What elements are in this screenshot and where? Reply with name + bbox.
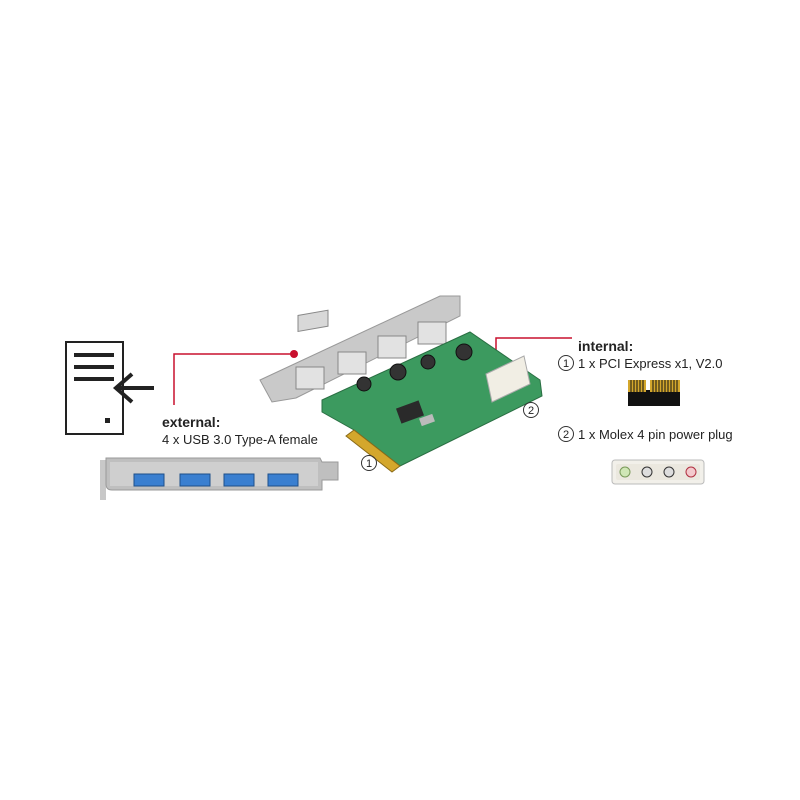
arrow-left-icon: [112, 372, 154, 404]
external-callout-line: [173, 350, 298, 405]
molex-connector-icon: [611, 459, 705, 485]
internal-item-molex: 2 1 x Molex 4 pin power plug: [558, 426, 733, 442]
external-description: 4 x USB 3.0 Type-A female: [162, 432, 318, 447]
internal-item-pcie: 1 1 x PCI Express x1, V2.0: [558, 355, 723, 371]
pcie-card: [259, 295, 543, 473]
card-callout-molex: 2: [523, 402, 539, 418]
internal-heading: internal:: [578, 338, 634, 354]
pcie-connector-icon: [628, 380, 680, 406]
item-label: 1 x Molex 4 pin power plug: [578, 426, 733, 442]
card-callout-pcie: 1: [361, 455, 377, 471]
item-number: 1: [558, 355, 574, 371]
item-number: 2: [558, 426, 574, 442]
external-heading: external:: [162, 414, 221, 430]
usb-bracket: [100, 457, 339, 500]
item-label: 1 x PCI Express x1, V2.0: [578, 355, 723, 371]
